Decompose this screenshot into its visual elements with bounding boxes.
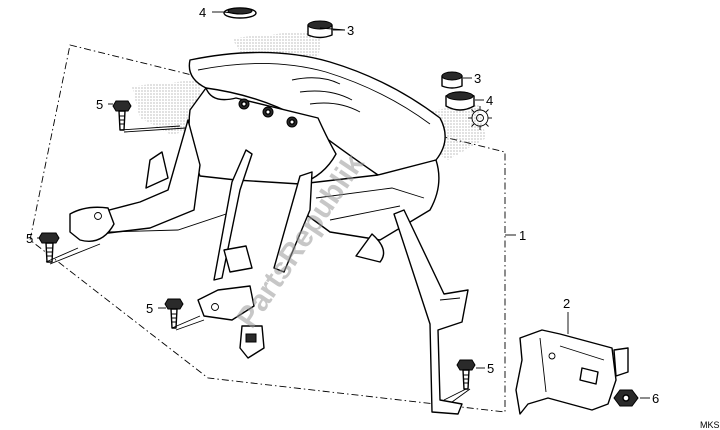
left-stay [69,119,243,242]
callout-label-grommet-top-right: 3 [347,23,354,38]
grommet-top-right-part [307,20,333,39]
bolt-lower-middle-part [164,298,184,329]
bolt-left-part [38,232,60,263]
callout-label-grommet-top-left: 4 [199,5,206,20]
callout-label-bolt-lower-right: 5 [487,361,494,376]
shading-left [132,80,205,135]
center-legs [197,149,313,359]
callout-label-nut: 6 [652,391,659,406]
bolt-lower-right-part [456,359,476,390]
leader-lines [37,11,650,403]
right-leg [393,209,469,415]
grommet-right-upper-part [441,71,463,89]
grommet-top-left-part [223,7,257,19]
callout-label-grommet-right-lower: 4 [486,93,493,108]
callout-label-bolt-upper-left: 5 [96,97,103,112]
bolt-upper-left-part [112,100,132,131]
callout-label-side-bracket: 2 [563,296,570,311]
callout-label-assembly-bracket: 1 [519,228,526,243]
grommet-right-lower-part [445,91,475,111]
callout-label-bolt-left: 5 [26,231,33,246]
side-bracket-part [515,329,629,415]
callout-label-bolt-lower-middle: 5 [146,301,153,316]
callout-label-grommet-right-upper: 3 [474,71,481,86]
nut-part [613,389,639,407]
gear-icon [468,106,492,130]
diagram-code: MKS [700,420,720,430]
